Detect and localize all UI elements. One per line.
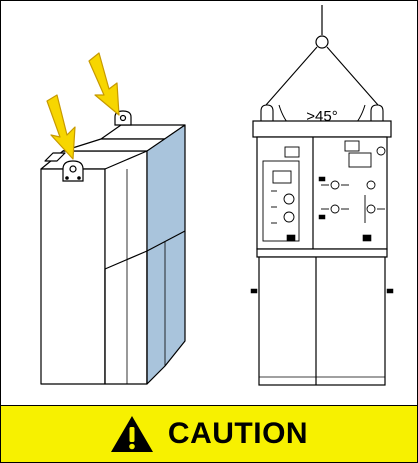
caution-banner: CAUTION bbox=[1, 406, 417, 462]
warning-triangle-icon bbox=[110, 416, 153, 452]
cabinet-perspective bbox=[40, 124, 186, 385]
elevation-lugs bbox=[260, 104, 384, 122]
caution-label: CAUTION bbox=[167, 417, 309, 450]
switchgear-front bbox=[250, 120, 394, 386]
arrow-icon bbox=[88, 52, 120, 116]
lifting-ropes bbox=[265, 46, 379, 106]
cabinet-front-right bbox=[104, 150, 148, 385]
cabinet-side-panel bbox=[146, 124, 186, 385]
cabinet-front-left bbox=[40, 168, 106, 385]
lifting-lug-left bbox=[62, 160, 84, 182]
divider bbox=[1, 405, 417, 406]
lifting-illustration: >45° bbox=[40, 5, 394, 386]
lifting-hook bbox=[315, 5, 329, 49]
arrow-icon bbox=[46, 94, 76, 160]
